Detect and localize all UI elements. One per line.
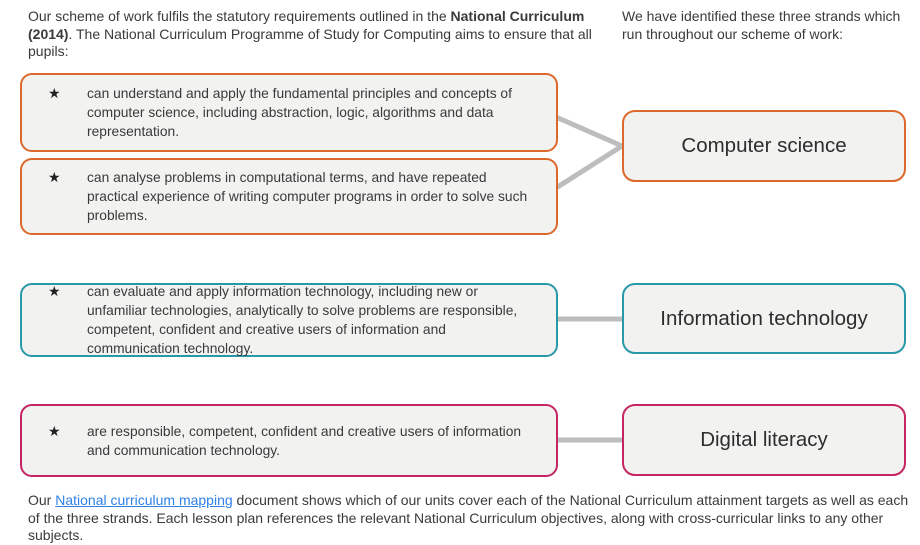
requirement-text: can evaluate and apply information techn… (87, 284, 518, 356)
footer-text-post: document shows which of our units cover … (28, 492, 909, 543)
footer-text-pre: Our (28, 492, 56, 508)
connector-req2-computer-science (554, 143, 624, 191)
star-bullet-icon: ★ (48, 169, 61, 185)
strand-label: Digital literacy (700, 428, 828, 451)
footer-paragraph: Our National curriculum mapping document… (28, 492, 910, 545)
requirement-box-3: ★ can evaluate and apply information tec… (20, 283, 558, 357)
intro-text-pre: Our scheme of work fulfils the statutory… (28, 8, 451, 24)
intro-text-bold: National Curriculum (2014) (28, 8, 585, 42)
strand-box-digital-literacy: Digital literacy (622, 404, 906, 476)
requirement-content: ★ are responsible, competent, confident … (22, 422, 556, 460)
connector-req1-computer-science (554, 114, 624, 149)
requirement-text: are responsible, competent, confident an… (87, 423, 522, 458)
national-curriculum-mapping-link[interactable]: National curriculum mapping (55, 492, 233, 508)
requirement-box-4: ★ are responsible, competent, confident … (20, 404, 558, 477)
requirement-text: can understand and apply the fundamental… (87, 86, 512, 139)
requirement-text: can analyse problems in computational te… (87, 170, 528, 223)
requirement-box-1: ★ can understand and apply the fundament… (20, 73, 558, 152)
intro-text-post: . The National Curriculum Programme of S… (28, 25, 592, 60)
strand-label: Computer science (681, 134, 847, 157)
star-bullet-icon: ★ (48, 85, 61, 101)
requirement-content: ★ can evaluate and apply information tec… (22, 282, 556, 358)
strands-intro-paragraph: We have identified these three strands w… (622, 8, 901, 42)
star-bullet-icon: ★ (48, 422, 61, 439)
strand-box-computer-science: Computer science (622, 110, 906, 182)
requirement-box-2: ★ can analyse problems in computational … (20, 158, 558, 235)
strand-label: Information technology (660, 306, 868, 330)
intro-paragraph: Our scheme of work fulfils the statutory… (28, 8, 606, 61)
requirement-content: ★ can analyse problems in computational … (22, 168, 556, 225)
requirement-content: ★ can understand and apply the fundament… (22, 84, 556, 141)
star-bullet-icon: ★ (48, 283, 61, 299)
strand-box-information-technology: Information technology (622, 283, 906, 354)
